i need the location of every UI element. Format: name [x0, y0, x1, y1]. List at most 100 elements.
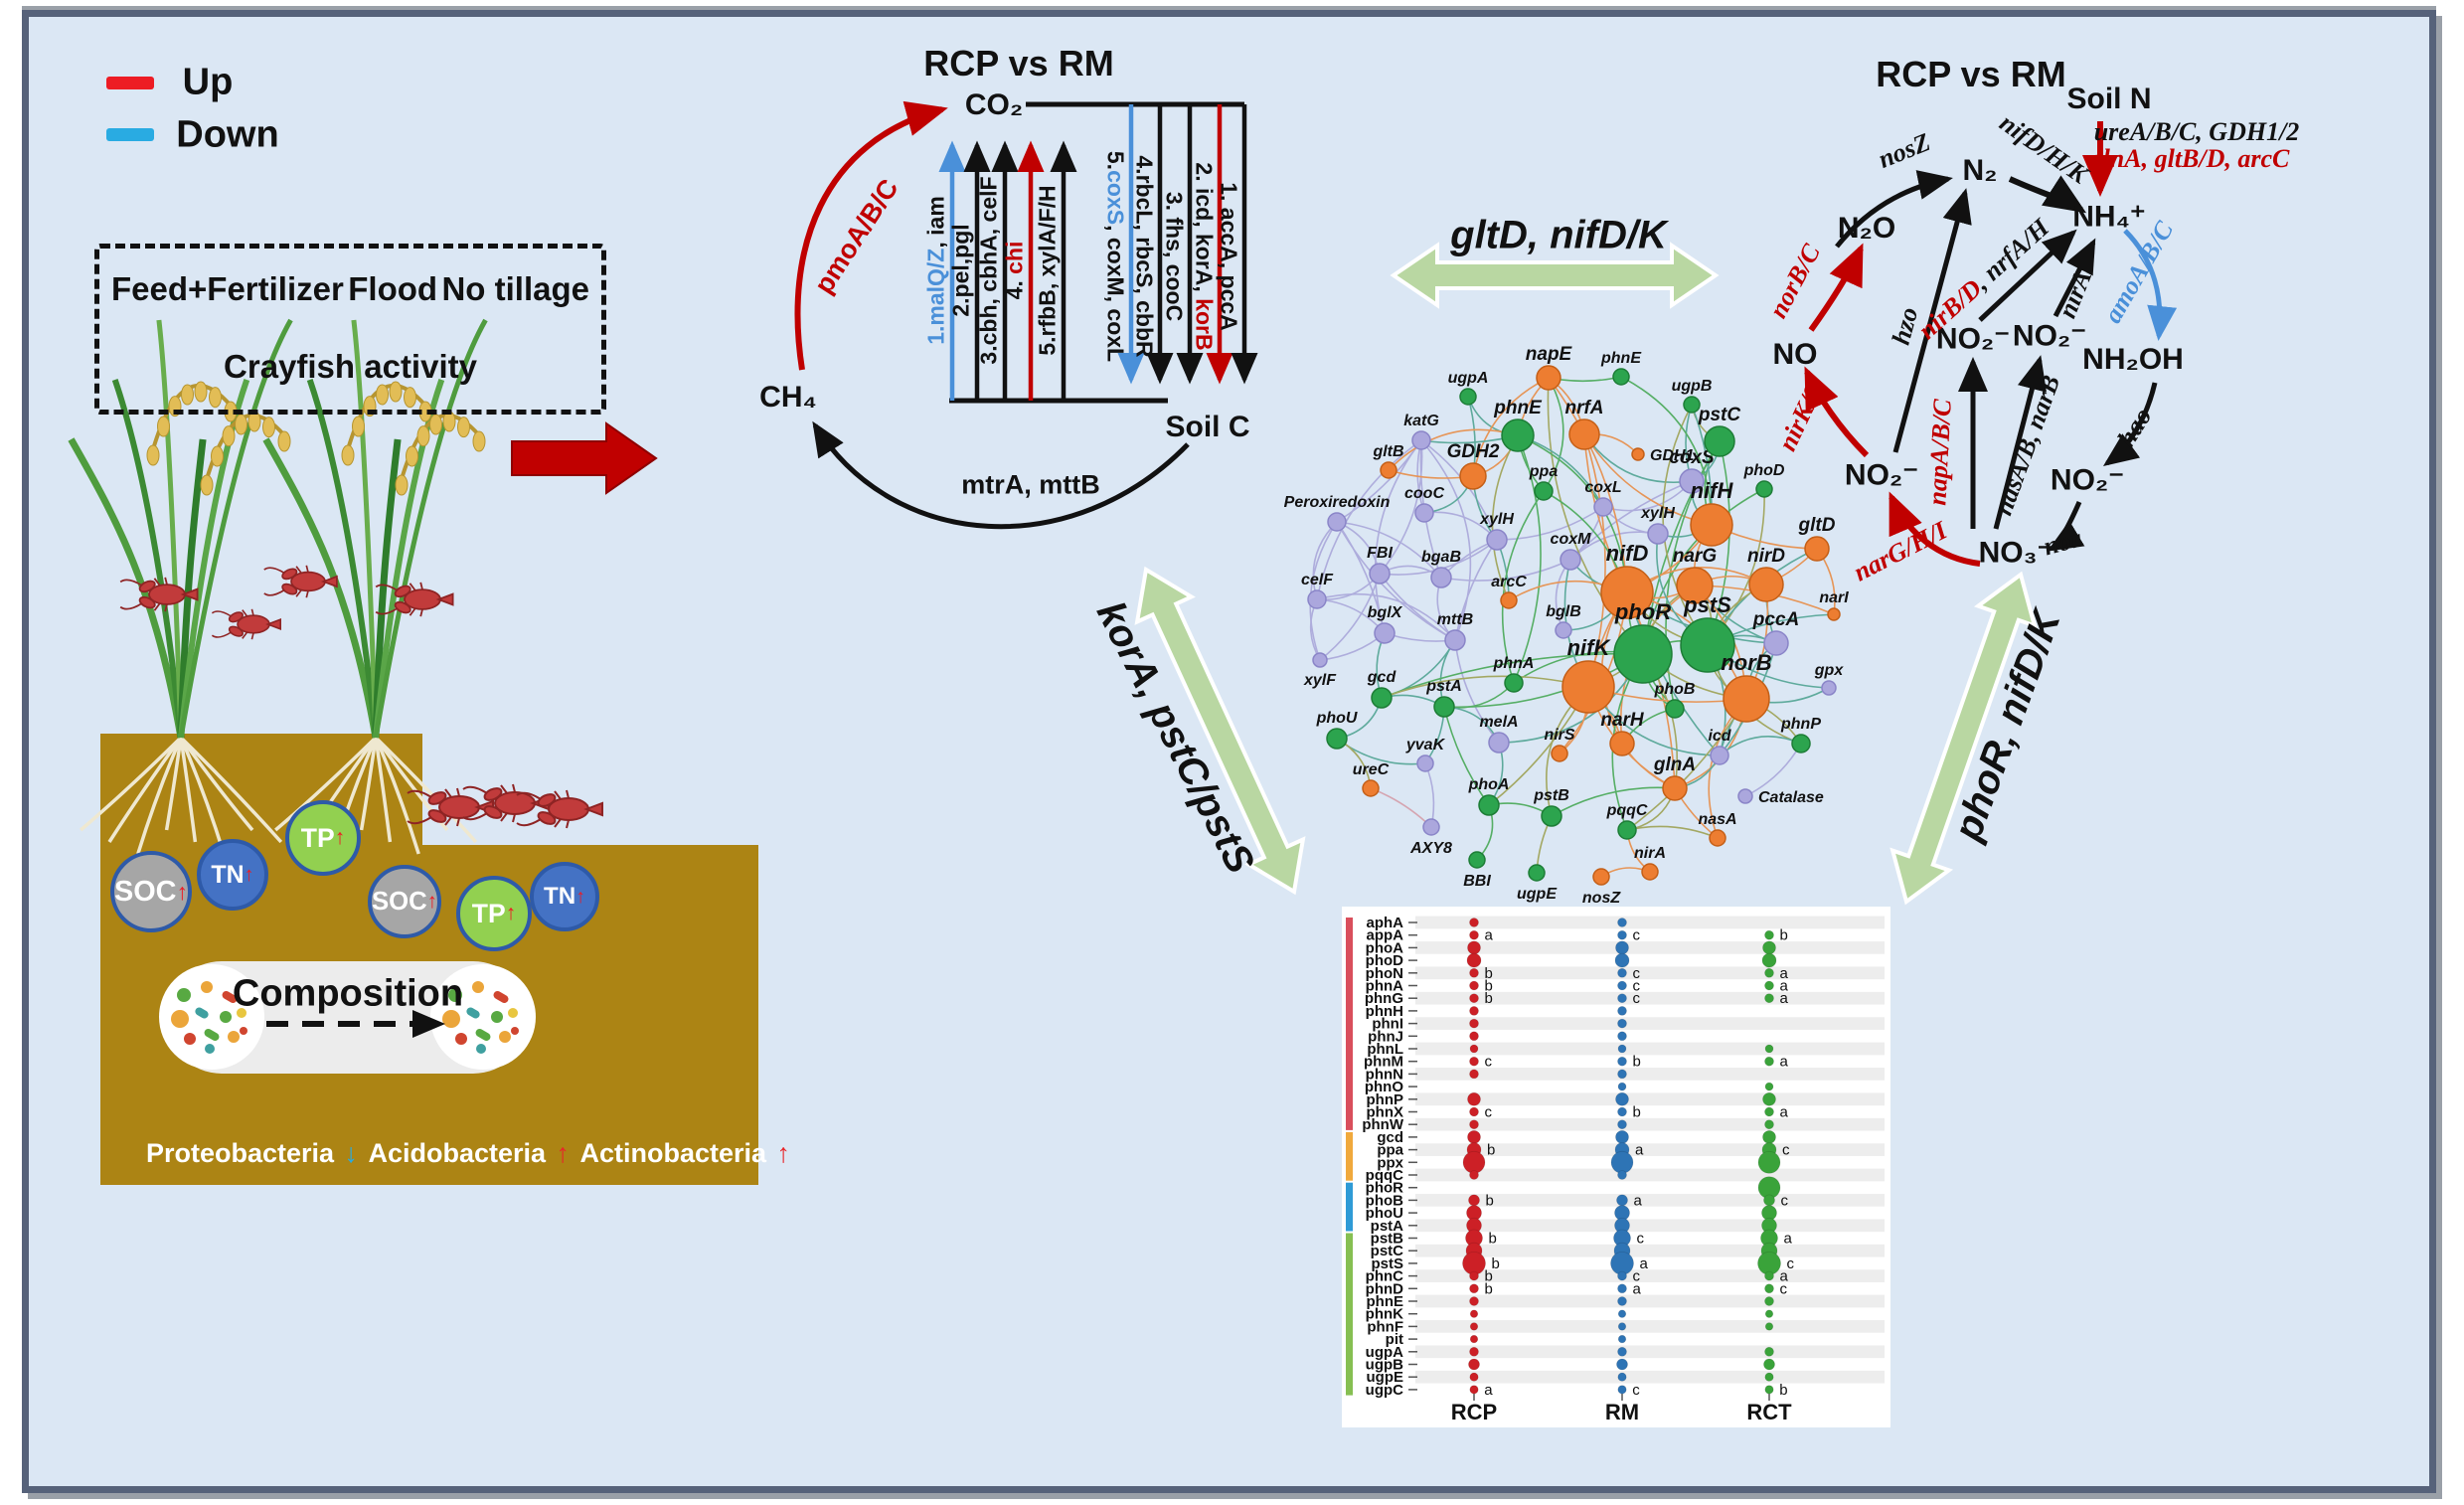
dotplot-gene-label: aphA [1367, 915, 1404, 931]
dotplot-dot [1617, 1283, 1627, 1294]
dotplot-dot [1617, 929, 1627, 940]
composition-title: Composition [232, 972, 464, 1015]
dotplot-dot [1763, 1358, 1775, 1371]
crayfish-icon [211, 608, 282, 640]
n-gene-label: nirK/S [1772, 379, 1829, 456]
dotplot-dot [1469, 1170, 1479, 1180]
network-edge [1443, 706, 1490, 806]
network-node-label: gcd [1367, 669, 1397, 686]
rice-roots [136, 737, 183, 855]
network-node-label: icd [1708, 728, 1731, 745]
dotplot-gene-label: phnE [1367, 1293, 1404, 1310]
dotplot-sig-letter: c [1633, 978, 1641, 995]
network-node-gpx [1821, 680, 1837, 696]
ch4-label: CH₄ [759, 381, 817, 414]
rice-grain [200, 474, 214, 496]
rice-roots [374, 737, 393, 843]
dotplot-sig-letter: b [1780, 927, 1788, 944]
pmoa-label: pmoA/B/C [808, 173, 904, 299]
network-node-Catalase [1737, 788, 1753, 804]
dotplot-dot [1764, 1296, 1774, 1306]
network-edge [1472, 377, 1550, 477]
network-node-coxS [1679, 468, 1705, 494]
network-node-label: nifD [1606, 541, 1649, 566]
dotplot-dot [1764, 1283, 1774, 1294]
dotplot-gene-label: phnJ [1368, 1028, 1403, 1045]
cycle-arrow [2123, 229, 2178, 341]
network-edge [1496, 506, 1604, 541]
dotplot-dot [1617, 1044, 1627, 1054]
network-node-label: narI [1819, 589, 1849, 606]
network-node-label: nirS [1544, 727, 1574, 744]
dotplot-dot [1617, 993, 1627, 1004]
dotplot-dot [1469, 1031, 1479, 1042]
rice-grain [457, 417, 470, 438]
dotplot-sig-letter: a [1780, 1054, 1789, 1071]
dotplot-sig-letter: c [1637, 1231, 1645, 1248]
network-node-label: nasA [1698, 811, 1736, 828]
network-node-label: yvaK [1405, 737, 1446, 753]
network-node-label: xylH [1640, 505, 1675, 522]
rice-roots [374, 737, 420, 855]
nitrogen-cycle-title: RCP vs RM [1876, 54, 2066, 94]
c-gene-label: 2.pel,pgl [947, 224, 974, 317]
rice-grain [235, 414, 247, 435]
microbe-blob [508, 1008, 518, 1018]
dotplot-dot [1469, 1372, 1479, 1382]
dotplot-sig-letter: b [1487, 1142, 1495, 1159]
dotplot-sig-letter: c [1782, 1142, 1790, 1159]
rice-blade [262, 437, 380, 739]
n-gene-label: napA/B/C [1922, 398, 1957, 507]
green-double-arrow [1134, 566, 1306, 896]
microbe-blob [455, 1033, 467, 1045]
dotplot-sig-letter: c [1780, 1280, 1788, 1297]
dotplot-dot [1469, 918, 1479, 927]
dotplot-dot [1617, 1346, 1627, 1357]
soil-c-label: Soil C [1165, 411, 1250, 443]
dotplot-gene-label: phnP [1367, 1091, 1404, 1108]
cycle-arrow [1804, 366, 1870, 458]
dotplot-gene-label: appA [1367, 927, 1404, 944]
network-edge [1569, 480, 1693, 561]
network-node-label: glnA [1653, 754, 1696, 775]
network-node-label: nosZ [1582, 890, 1621, 907]
network-edge [1620, 376, 1713, 526]
composition-band [166, 961, 529, 1074]
network-node-label: ugpB [1672, 378, 1713, 395]
network-node-xylH [1486, 529, 1508, 551]
legend-up-bar [106, 77, 154, 89]
dotplot-gene-label: gcd [1377, 1129, 1403, 1146]
dotplot-dot [1469, 1309, 1479, 1318]
dotplot-sig-letter: b [1485, 1280, 1493, 1297]
dotplot-dot [1617, 1270, 1627, 1281]
dotplot-dot [1469, 1270, 1479, 1281]
crayfish-icon [462, 783, 550, 823]
dotplot-dot [1764, 1044, 1774, 1054]
network-node-phnA [1504, 673, 1524, 693]
cycle-arrow [1892, 188, 1972, 453]
dotplot-sig-letter: a [1634, 1192, 1643, 1209]
network-node-label: gltD [1798, 515, 1836, 536]
network-node-cooC [1414, 503, 1434, 523]
dotplot-dot [1617, 1006, 1627, 1016]
n-gene-label: nor [2040, 523, 2084, 562]
dotplot-dot [1616, 1358, 1628, 1371]
c-gene-label: 2. icd, korA, korB [1191, 162, 1218, 351]
soil-circle-tn: TN↑ [197, 839, 268, 911]
network-node-phoR [1613, 624, 1673, 684]
green-double-arrow [1889, 571, 2038, 906]
rice-blade [351, 319, 379, 739]
c-gene-label: 3.cbh, cbhA, celF [975, 176, 1002, 365]
dotplot-dot [1764, 1119, 1774, 1130]
dotplot-sig-letter: b [1633, 1104, 1641, 1121]
microbe-blob [184, 1033, 196, 1045]
network-edge [1491, 434, 1519, 601]
network-node-label: norB [1721, 650, 1771, 675]
network-node-ugpB [1683, 396, 1701, 414]
dotplot-sig-letter: c [1633, 990, 1641, 1007]
network-node-label: GDH2 [1447, 441, 1500, 462]
dotplot-dot [1469, 1044, 1479, 1054]
dotplot-sig-letter: a [1780, 1268, 1789, 1285]
network-node-label: ppa [1529, 463, 1559, 480]
rice-grain [146, 444, 160, 466]
